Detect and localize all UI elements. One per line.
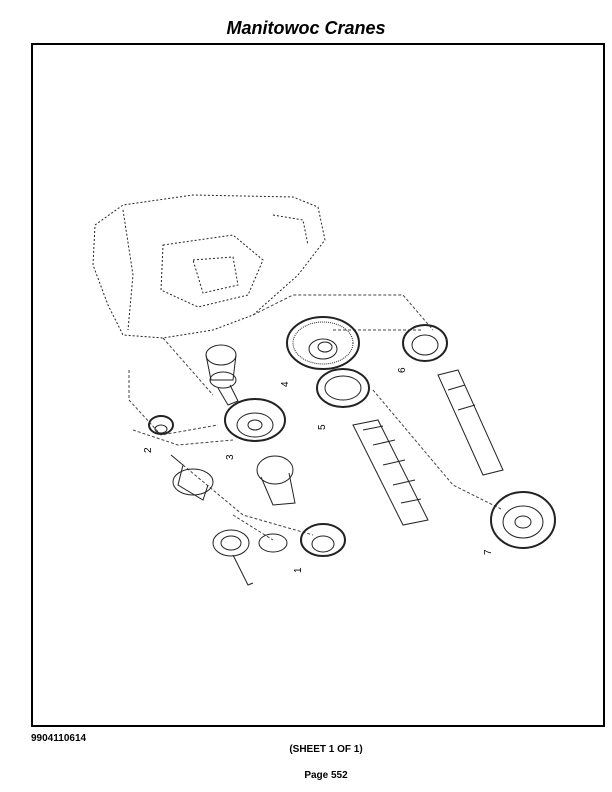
sheet-indicator: (SHEET 1 OF 1) <box>289 744 363 755</box>
callout-3: 3 <box>225 454 236 460</box>
shaft-middle <box>256 455 296 553</box>
document-number: 9904110614 <box>31 733 87 744</box>
callout-6: 6 <box>397 367 408 373</box>
shaft-upper <box>205 344 239 406</box>
splined-shaft <box>352 419 429 526</box>
gear-2 <box>148 415 174 435</box>
gear-1 <box>300 523 346 557</box>
gear-5 <box>316 368 370 408</box>
gear-4 <box>286 316 360 370</box>
shaft-right <box>437 369 504 476</box>
callout-7: 7 <box>483 549 494 555</box>
illustration-frame: 1 2 3 4 5 6 7 <box>31 43 605 727</box>
assembly-lines <box>128 294 504 541</box>
callout-5: 5 <box>317 424 328 430</box>
page-number: Page 552 <box>304 770 348 781</box>
page-title: Manitowoc Cranes <box>226 18 386 38</box>
callout-4: 4 <box>280 381 291 387</box>
callout-2: 2 <box>143 447 154 453</box>
callout-1: 1 <box>293 567 304 573</box>
exploded-gear-diagram: 1 2 3 4 5 6 7 <box>92 194 556 586</box>
gear-6 <box>402 324 448 362</box>
transmission-housing <box>92 194 326 339</box>
gear-3 <box>224 398 286 442</box>
gear-7 <box>490 491 556 549</box>
shaft-lower-left <box>170 454 254 586</box>
